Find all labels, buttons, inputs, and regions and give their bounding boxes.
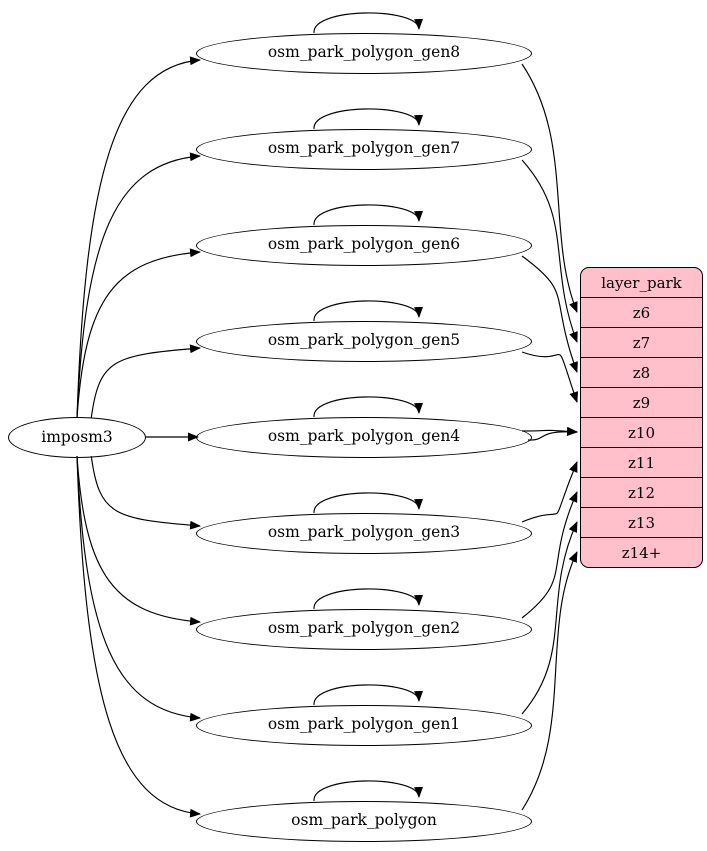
table-row-z6[interactable]: z6 [581,298,702,328]
edge [521,426,578,436]
node-osm-park-polygon[interactable]: osm_park_polygon [196,800,532,842]
node-label: osm_park_polygon_gen2 [267,619,461,638]
node-label: osm_park_polygon_gen5 [267,331,461,350]
node-label: osm_park_polygon_gen4 [267,427,461,446]
table-row-z7[interactable]: z7 [581,328,702,358]
table-row-z9[interactable]: z9 [581,388,702,418]
edge [521,551,578,811]
table-row-z14plus[interactable]: z14+ [621,544,662,562]
node-imposm3[interactable]: imposm3 [8,417,146,458]
edge [313,12,423,34]
node-osm-park-polygon-gen1[interactable]: osm_park_polygon_gen1 [196,704,532,746]
table-header: layer_park [581,268,702,298]
edge [521,521,578,715]
node-label: osm_park_polygon_gen1 [267,715,461,734]
table-row-z10[interactable]: z10 [581,418,702,448]
edge [76,455,201,818]
node-osm-park-polygon-gen2[interactable]: osm_park_polygon_gen2 [196,608,532,650]
edge [527,427,578,441]
edge [313,492,423,514]
node-osm-park-polygon-gen7[interactable]: osm_park_polygon_gen7 [196,128,532,170]
edge [521,351,579,403]
node-label: osm_park_polygon [291,811,437,830]
edge [313,396,423,418]
edge [313,204,423,226]
edge [313,300,423,322]
node-osm-park-polygon-gen6[interactable]: osm_park_polygon_gen6 [196,224,532,266]
edge [521,491,578,619]
edge [76,455,201,722]
node-osm-park-polygon-gen8[interactable]: osm_park_polygon_gen8 [196,32,532,74]
table-row-z8[interactable]: z8 [581,358,702,388]
self-loop-edges [313,12,423,802]
edge [76,152,201,419]
source-edges [76,56,201,818]
table-row-z12[interactable]: z12 [581,478,702,508]
node-label: osm_park_polygon_gen7 [267,139,461,158]
edge [521,255,578,373]
node-label: osm_park_polygon_gen6 [267,235,461,254]
node-osm-park-polygon-gen4[interactable]: osm_park_polygon_gen4 [196,416,532,458]
edge [90,455,201,530]
node-label: osm_park_polygon_gen8 [267,43,461,62]
edge [76,455,201,626]
edge [76,248,201,419]
edge [313,684,423,706]
table-row-z13[interactable]: z13 [581,508,702,538]
edge [313,588,423,610]
node-label: osm_park_polygon_gen3 [267,523,461,542]
edge [76,56,201,419]
node-osm-park-polygon-gen5[interactable]: osm_park_polygon_gen5 [196,320,532,362]
node-imposm3-label: imposm3 [41,427,113,446]
edge [313,108,423,130]
edge [313,780,423,802]
edge [90,344,201,419]
edge [521,63,578,313]
zoom-edges [521,63,579,811]
edge [521,461,578,523]
table-row-z11[interactable]: z11 [581,448,702,478]
node-osm-park-polygon-gen3[interactable]: osm_park_polygon_gen3 [196,512,532,554]
edge [521,159,578,343]
